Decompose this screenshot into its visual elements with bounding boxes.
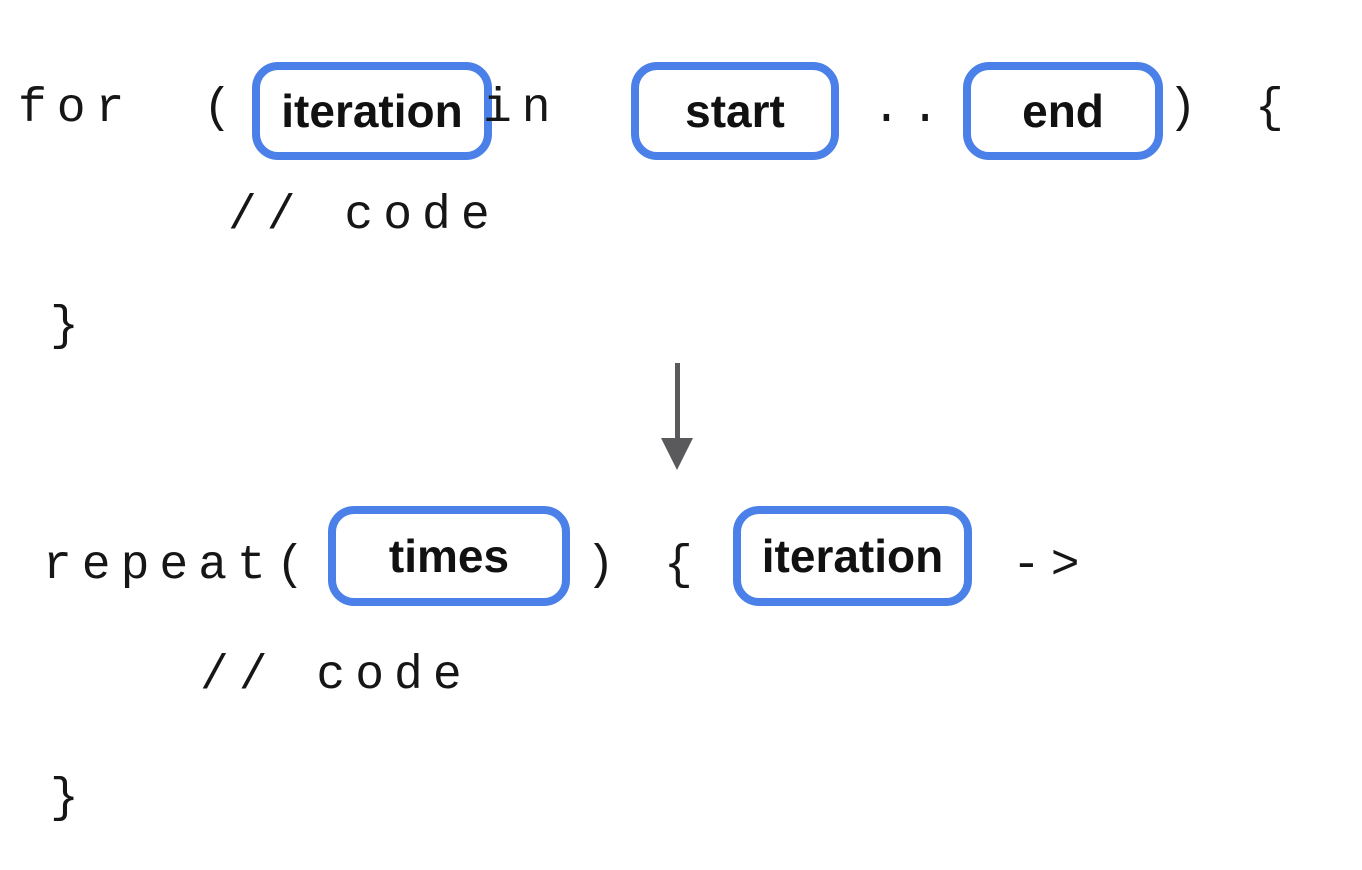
close-paren: ) [1168, 82, 1207, 136]
open-paren: ( [203, 82, 242, 136]
body-comment: // code [228, 189, 500, 243]
end-box: end [963, 62, 1163, 160]
start-box: start [631, 62, 839, 160]
iteration-box: iteration [733, 506, 972, 606]
body-comment: // code [200, 649, 472, 703]
close-brace: } [50, 772, 89, 826]
close-brace: } [50, 300, 89, 354]
open-brace: { [664, 539, 703, 593]
times-label: times [388, 530, 510, 582]
repeat-call: repeat( [43, 539, 315, 593]
down-arrow-head [661, 438, 693, 470]
iteration-label: iteration [761, 530, 944, 582]
open-brace: { [1255, 82, 1294, 136]
down-arrow-shaft [675, 363, 680, 441]
times-box: times [328, 506, 570, 606]
iteration-box: iteration [252, 62, 492, 160]
close-paren: ) [586, 539, 625, 593]
range-operator: .. [872, 82, 950, 136]
lambda-arrow: -> [1012, 539, 1090, 593]
iteration-label: iteration [281, 85, 463, 137]
start-label: start [685, 85, 785, 137]
for-keyword: for [18, 82, 135, 136]
in-keyword: in [483, 82, 561, 136]
end-label: end [1022, 85, 1104, 137]
